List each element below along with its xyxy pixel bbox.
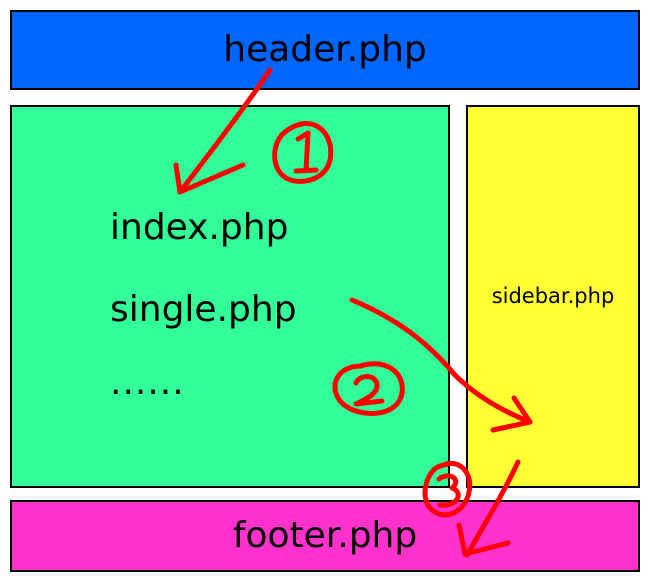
- sidebar-block: sidebar.php: [466, 105, 640, 488]
- header-label: header.php: [223, 29, 427, 70]
- main-item-index: index.php: [110, 207, 289, 248]
- main-item-ellipsis: ......: [110, 362, 185, 403]
- footer-label: footer.php: [232, 515, 418, 556]
- footer-block: footer.php: [10, 500, 640, 572]
- main-content-block: index.php single.php ......: [10, 105, 450, 488]
- header-block: header.php: [10, 10, 640, 90]
- sidebar-label: sidebar.php: [491, 284, 615, 308]
- main-item-single: single.php: [110, 289, 297, 330]
